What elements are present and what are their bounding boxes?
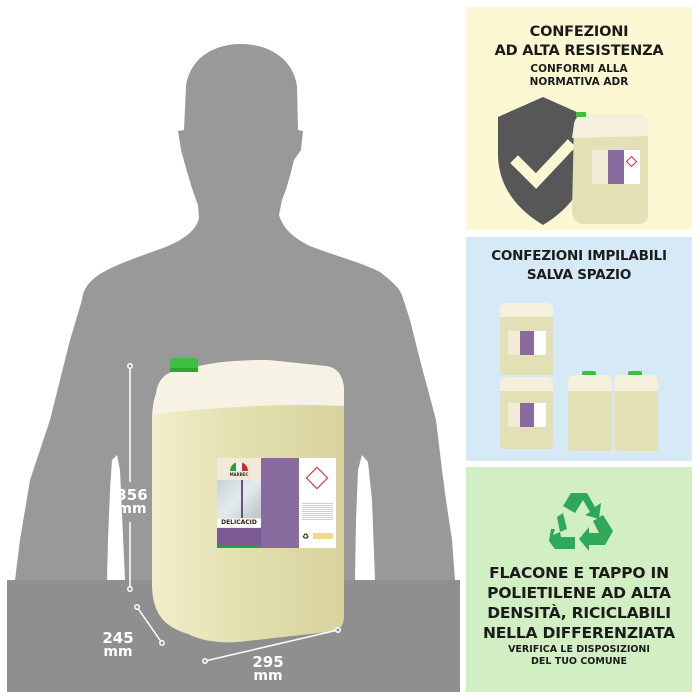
adr-title-line1: CONFEZIONI	[529, 24, 629, 40]
product-canister: MARBEC DELICACID ♻	[148, 354, 346, 644]
adr-title-line2: AD ALTA RESISTENZA	[494, 43, 664, 59]
product-label: MARBEC DELICACID ♻	[217, 458, 336, 548]
width-unit: mm	[253, 668, 283, 684]
size-comparison-scene: MARBEC DELICACID ♻	[7, 44, 460, 692]
recycle-title-line2: POLIETILENE AD ALTA	[487, 584, 671, 602]
depth-unit: mm	[103, 644, 133, 660]
adr-subtitle-line1: CONFORMI ALLA	[530, 63, 628, 75]
depth-value: 245	[102, 629, 134, 647]
product-name: DELICACID	[217, 519, 261, 527]
adr-subtitle-line2: NORMATIVA ADR	[529, 76, 629, 88]
width-dimension-label: 295 mm	[248, 653, 288, 684]
recycle-title-line4: NELLA DIFFERENZIATA	[483, 624, 675, 642]
stack-title-line1: CONFEZIONI IMPILABILI	[491, 248, 667, 264]
stack-title-line2: SALVA SPAZIO	[526, 267, 632, 283]
stacked-canisters-image	[500, 303, 658, 451]
recycle-small-icon: ♻	[302, 532, 310, 541]
shield-check-icon	[498, 97, 588, 225]
dimension-lines	[127, 363, 341, 664]
recycle-icon	[549, 493, 613, 551]
italian-flag-logo-icon	[230, 462, 248, 471]
recycle-title-line3: DENSITÀ, RICICLABILI	[487, 604, 671, 622]
height-dimension-label: 356 mm	[112, 486, 152, 517]
panel-recyclable: FLACONE E TAPPO IN POLIETILENE AD ALTA D…	[466, 467, 692, 692]
panel-adr-resistance: CONFEZIONI AD ALTA RESISTENZA CONFORMI A…	[466, 7, 692, 230]
panel-stackable: CONFEZIONI IMPILABILI SALVA SPAZIO	[466, 237, 692, 461]
depth-dimension-label: 245 mm	[98, 629, 138, 660]
width-value: 295	[252, 653, 284, 671]
height-value: 356	[116, 486, 148, 504]
canister-image	[572, 112, 648, 224]
height-unit: mm	[117, 501, 147, 517]
brand-name: MARBEC	[229, 472, 249, 477]
recycle-subtitle-line2: DEL TUO COMUNE	[531, 656, 627, 667]
recycle-title-line1: FLACONE E TAPPO IN	[489, 564, 669, 582]
recycle-subtitle-line1: VERIFICA LE DISPOSIZIONI	[508, 644, 650, 655]
